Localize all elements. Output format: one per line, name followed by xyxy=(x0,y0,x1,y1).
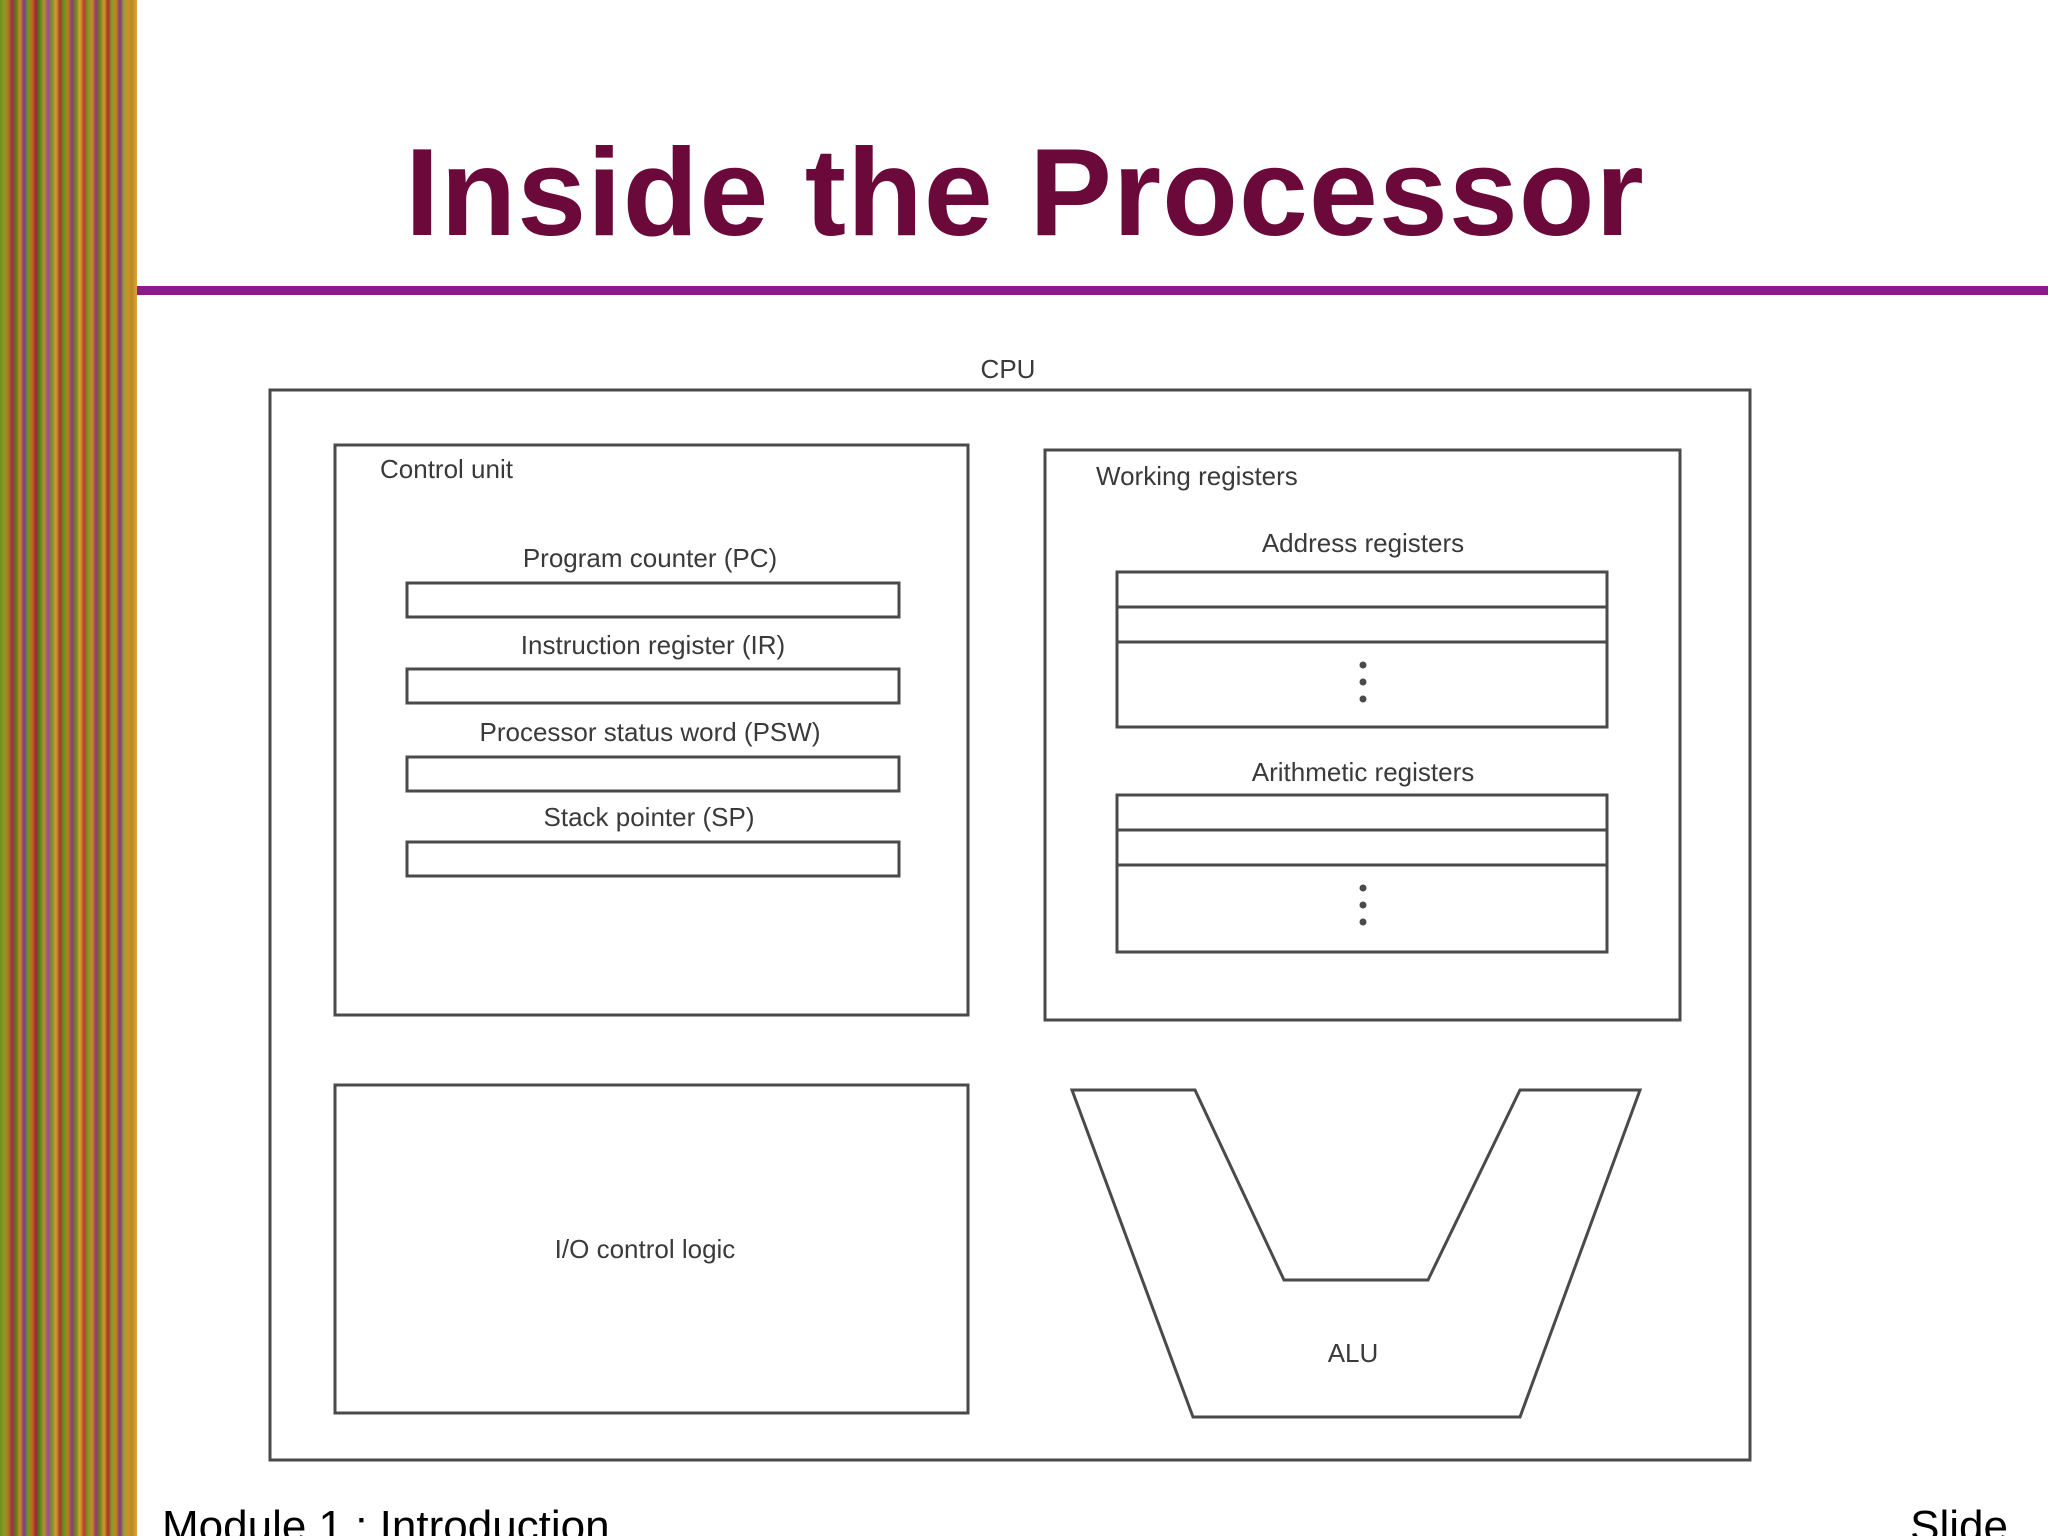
instruction-register xyxy=(405,667,901,705)
arithmetic-registers-block xyxy=(1115,793,1609,954)
control-unit-label: Control unit xyxy=(380,454,514,484)
arithmetic-registers-ellipsis-dot xyxy=(1359,901,1367,909)
io-control-logic-box xyxy=(333,1083,970,1415)
working-registers-box xyxy=(1043,448,1682,1022)
stack-pointer-register xyxy=(405,840,901,878)
slide-title: Inside the Processor xyxy=(405,124,1645,262)
title-divider xyxy=(137,286,2048,295)
arithmetic-registers-ellipsis-dot xyxy=(1359,918,1367,926)
cpu-box xyxy=(268,388,1752,1462)
footer-module-label: Module 1 : Introduction xyxy=(162,1502,610,1536)
stack-pointer-label: Stack pointer (SP) xyxy=(544,802,755,832)
processor-status-word-register xyxy=(405,755,901,793)
address-registers-ellipsis-dot xyxy=(1359,661,1367,669)
cpu-label: CPU xyxy=(981,354,1036,384)
decorative-stripe-bar xyxy=(0,0,137,1536)
program-counter-label: Program counter (PC) xyxy=(523,543,777,573)
instruction-register-label: Instruction register (IR) xyxy=(521,630,785,660)
address-registers-ellipsis-dot xyxy=(1359,695,1367,703)
footer-slide-label: Slide xyxy=(1910,1502,2008,1536)
alu-label: ALU xyxy=(1328,1338,1379,1368)
io-control-logic-label: I/O control logic xyxy=(555,1234,736,1264)
processor-status-word-label: Processor status word (PSW) xyxy=(480,717,821,747)
program-counter-register xyxy=(405,581,901,619)
working-registers-label: Working registers xyxy=(1096,461,1298,491)
cpu-diagram: CPU Control unit Program counter (PC) In… xyxy=(268,354,1752,1462)
arithmetic-registers-label: Arithmetic registers xyxy=(1252,757,1475,787)
address-registers-label: Address registers xyxy=(1262,528,1464,558)
address-registers-block xyxy=(1115,570,1609,729)
address-registers-ellipsis-dot xyxy=(1359,678,1367,686)
arithmetic-registers-ellipsis-dot xyxy=(1359,884,1367,892)
control-unit-box xyxy=(333,443,970,1017)
alu-shape xyxy=(1069,1088,1643,1419)
